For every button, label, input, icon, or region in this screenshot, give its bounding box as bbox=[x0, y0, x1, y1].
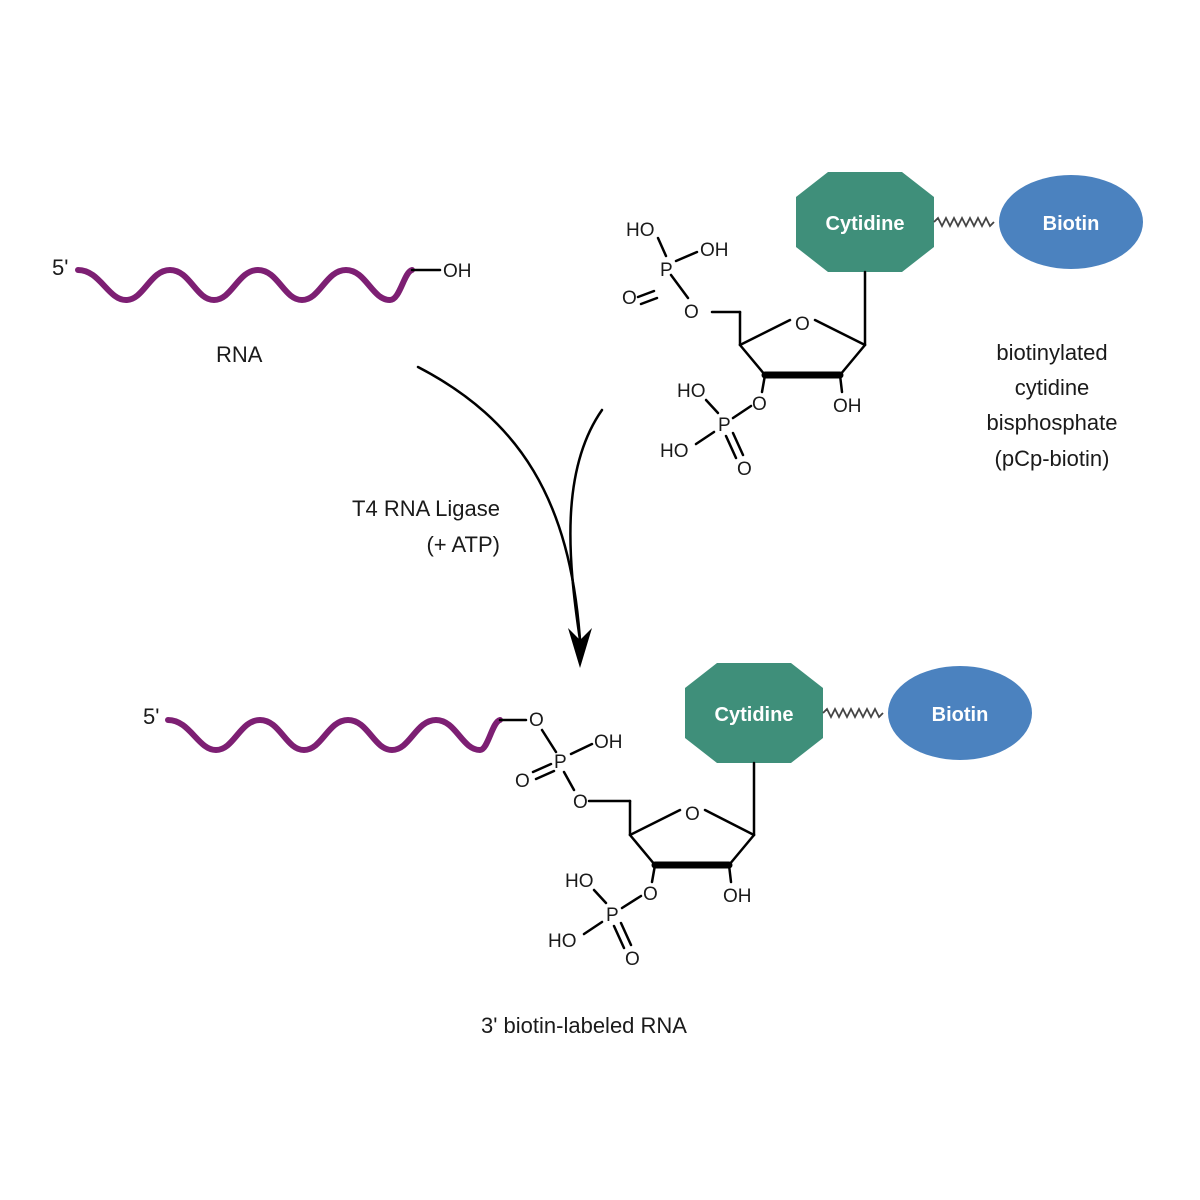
reagent-ring-bond bbox=[813, 318, 867, 347]
product-3p-o: O bbox=[643, 884, 658, 905]
reagent-ring-bond bbox=[838, 343, 867, 377]
reagent-c2-bond bbox=[838, 373, 844, 394]
product-phosphate-double-bond bbox=[531, 762, 553, 774]
product-phosphate-p: P bbox=[554, 752, 567, 773]
rna-top-helix bbox=[75, 266, 415, 304]
reagent-molecule: Cytidine Biotin O O P O HO OH O OH bbox=[622, 172, 1143, 480]
reaction-arrow bbox=[416, 365, 604, 668]
reagent-linker bbox=[933, 215, 995, 229]
product-bridge-o: O bbox=[529, 710, 544, 731]
reagent-3p-o: O bbox=[752, 394, 767, 415]
enzyme-cofactor-label: (+ ATP) bbox=[426, 532, 500, 557]
reagent-3p-ho-bottom: HO bbox=[660, 441, 689, 462]
product-phosphate-bond bbox=[569, 742, 594, 756]
reagent-5p-ho: HO bbox=[626, 220, 655, 241]
reagent-ring-bond bbox=[738, 343, 767, 377]
reagent-c3-bond bbox=[760, 373, 767, 394]
reagent-5p-p: P bbox=[660, 260, 673, 281]
reagent-5p-bond bbox=[656, 236, 668, 258]
product-caption: 3' biotin-labeled RNA bbox=[481, 1013, 687, 1038]
reagent-5p-oh: OH bbox=[700, 240, 729, 261]
reagent-5p-o: O bbox=[684, 302, 699, 323]
product-phosphate-o-double: O bbox=[515, 771, 530, 792]
reagent-caption-line: (pCp-biotin) bbox=[995, 446, 1110, 471]
rna-top-five-prime: 5' bbox=[52, 255, 68, 280]
product-3p-o-double: O bbox=[625, 949, 640, 970]
reagent-biotin-ellipse bbox=[999, 175, 1143, 269]
product-molecule: 5' O P OH O O Cytidine Biotin O OH bbox=[143, 663, 1032, 970]
product-rna-helix bbox=[165, 716, 503, 754]
reagent-3p-o-double: O bbox=[737, 459, 752, 480]
reagent-5p-double-bond bbox=[636, 289, 656, 299]
reaction-arrowhead bbox=[568, 628, 592, 668]
product-biotin-label: Biotin bbox=[932, 704, 989, 726]
product-ring-bond bbox=[703, 808, 756, 837]
reagent-caption-line: biotinylated bbox=[996, 340, 1107, 365]
reagent-5p-o-double: O bbox=[622, 288, 637, 309]
reaction-arrow-curve-right bbox=[569, 408, 604, 642]
product-ring-bond bbox=[628, 808, 682, 837]
reagent-caption-line: bisphosphate bbox=[987, 410, 1118, 435]
product-ring-bond bbox=[628, 833, 657, 867]
rna-top: 5' OH RNA bbox=[52, 255, 472, 367]
reagent-3p-bond bbox=[704, 398, 720, 415]
product-biotin-ellipse bbox=[888, 666, 1032, 760]
reagent-ring-o: O bbox=[795, 314, 810, 335]
reagent-5p-bond bbox=[674, 250, 699, 263]
product-phosphate-bond bbox=[540, 728, 558, 754]
product-5p-o: O bbox=[573, 792, 588, 813]
product-ring-bond bbox=[727, 833, 756, 867]
product-3p-ho-bottom: HO bbox=[548, 931, 577, 952]
reagent-caption: biotinylated cytidine bisphosphate (pCp-… bbox=[987, 340, 1118, 471]
product-phosphate-bond bbox=[562, 770, 576, 792]
reagent-3p-double-bond bbox=[731, 431, 745, 457]
product-cytidine-label: Cytidine bbox=[715, 704, 794, 726]
product-linker bbox=[822, 706, 884, 720]
product-five-prime: 5' bbox=[143, 704, 159, 729]
product-3p-p: P bbox=[606, 905, 619, 926]
reagent-3p-p: P bbox=[718, 415, 731, 436]
product-c3-bond bbox=[650, 863, 657, 884]
rna-top-oh: OH bbox=[443, 261, 472, 282]
reagent-3p-double-bond bbox=[724, 434, 738, 460]
product-2p-oh: OH bbox=[723, 886, 752, 907]
reagent-caption-line: cytidine bbox=[1015, 375, 1090, 400]
reagent-cytidine-hexagon bbox=[796, 172, 934, 272]
product-phosphate-oh: OH bbox=[594, 732, 623, 753]
product-ring-o: O bbox=[685, 804, 700, 825]
product-phosphate-double-bond bbox=[534, 769, 556, 781]
reagent-2p-oh: OH bbox=[833, 396, 862, 417]
reagent-3p-bond bbox=[694, 430, 716, 446]
reagent-biotin-label: Biotin bbox=[1043, 213, 1100, 235]
product-3p-bond bbox=[582, 920, 604, 936]
rna-top-label: RNA bbox=[216, 342, 263, 367]
product-cytidine-hexagon bbox=[685, 663, 823, 763]
product-3p-ho-top: HO bbox=[565, 871, 594, 892]
reagent-3p-ho-top: HO bbox=[677, 381, 706, 402]
reagent-ring-bond bbox=[738, 318, 792, 347]
reagent-3p-bond bbox=[731, 404, 753, 420]
enzyme-label: T4 RNA Ligase bbox=[352, 496, 500, 521]
product-3p-double-bond bbox=[619, 921, 633, 947]
product-3p-bond bbox=[620, 894, 643, 910]
product-3p-double-bond bbox=[612, 924, 626, 950]
product-c2-bond bbox=[727, 863, 733, 884]
product-3p-bond bbox=[592, 888, 608, 905]
reagent-5p-bond bbox=[669, 273, 690, 300]
reagent-cytidine-label: Cytidine bbox=[826, 213, 905, 235]
reagent-5p-double-bond bbox=[639, 296, 659, 306]
